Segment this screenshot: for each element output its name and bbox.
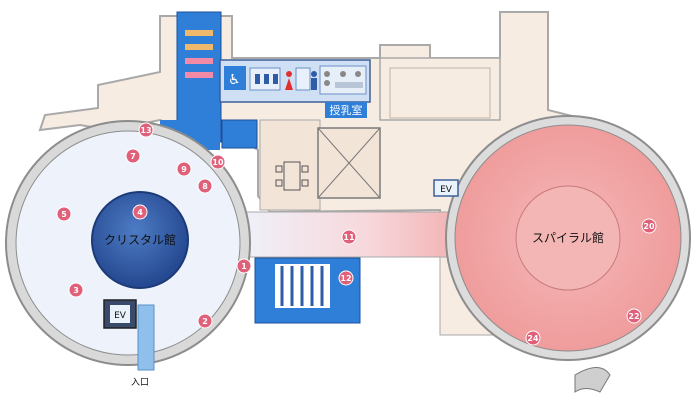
booth-pin-label-5: 5 [61, 210, 67, 219]
booth-pin-8[interactable] [197, 178, 213, 194]
crystal-hall-label: クリスタル館 [104, 232, 176, 247]
entrance-path: 入口 [131, 304, 155, 388]
spiral-stairs [574, 367, 611, 393]
spiral-hall-label: スパイラル館 [532, 230, 604, 245]
svg-text:♿: ♿ [228, 72, 241, 88]
elevator-east-label: EV [440, 185, 453, 195]
elevator-east: EV [433, 179, 459, 197]
nursing-room-label: 授乳室 [330, 103, 363, 117]
booth-pin-label-1: 1 [241, 262, 247, 271]
booth-pin-11[interactable] [341, 229, 357, 245]
elevator-west: EV [103, 299, 137, 329]
booth-pin-label-13: 13 [140, 126, 151, 135]
booth-pin-label-24: 24 [527, 334, 539, 343]
lounge-table [275, 161, 309, 191]
booth-pin-label-10: 10 [212, 158, 224, 167]
booth-pin-9[interactable] [176, 161, 192, 177]
booth-pin-label-12: 12 [340, 274, 351, 283]
accessible-toilet-icon [224, 66, 246, 90]
booth-pin-2[interactable] [197, 313, 213, 329]
booth-pin-20[interactable] [641, 218, 657, 234]
booth-pin-22[interactable] [626, 308, 642, 324]
booth-pin-4[interactable] [132, 204, 148, 220]
crystal-hall: クリスタル館 [5, 120, 251, 366]
booth-pin-label-2: 2 [202, 317, 208, 326]
booth-pin-label-4: 4 [137, 208, 143, 217]
restroom-block: ♿ 授乳室 [219, 59, 371, 118]
entrance-label: 入口 [131, 377, 149, 388]
booth-pin-12[interactable] [338, 270, 354, 286]
male-restroom-icon [311, 71, 317, 90]
booth-pin-7[interactable] [125, 148, 141, 164]
booth-pin-5[interactable] [56, 206, 72, 222]
booth-pin-label-9: 9 [181, 165, 187, 174]
spiral-hall: スパイラル館 [445, 115, 691, 361]
booth-pin-label-11: 11 [343, 233, 355, 242]
elevator-west-label: EV [114, 311, 127, 321]
booth-pin-label-20: 20 [643, 222, 655, 231]
booth-pin-label-3: 3 [73, 286, 79, 295]
booth-pin-label-8: 8 [202, 182, 208, 191]
booth-pin-13[interactable] [138, 122, 154, 138]
booth-pin-10[interactable] [210, 154, 226, 170]
booth-pin-3[interactable] [68, 282, 84, 298]
nursing-room [325, 102, 367, 118]
booth-pin-24[interactable] [525, 330, 541, 346]
theater-room [254, 257, 361, 324]
booth-pin-label-7: 7 [130, 152, 136, 161]
toilet-stalls [249, 67, 281, 91]
booth-pin-label-22: 22 [628, 312, 639, 321]
booth-pin-1[interactable] [236, 258, 252, 274]
central-core [317, 127, 381, 199]
female-restroom-icon [285, 71, 293, 90]
